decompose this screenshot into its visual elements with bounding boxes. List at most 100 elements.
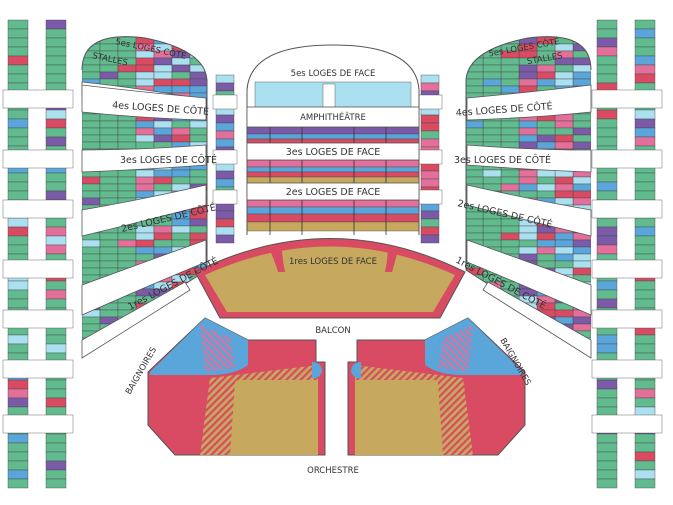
outer-seat (7, 172, 29, 183)
seat-cell (171, 176, 191, 185)
pillar-seat (215, 218, 235, 228)
outer-seat (45, 64, 67, 75)
outer-seat (596, 433, 618, 444)
seat-cell (117, 120, 137, 129)
outer-seat (634, 343, 656, 354)
seat-cell (482, 36, 502, 45)
seat-cell (171, 120, 191, 129)
seat-cell (572, 323, 591, 332)
seat-cell (135, 78, 155, 87)
outer-band (591, 309, 663, 329)
outer-seat (596, 136, 618, 147)
seat-cell (536, 169, 556, 178)
seat-cell (135, 36, 155, 38)
outer-seat (45, 343, 67, 354)
seat-cell (171, 85, 191, 94)
outer-seat (45, 244, 67, 255)
seat-cell (171, 169, 191, 178)
outer-seat (7, 109, 29, 120)
pillar-seat (215, 170, 235, 180)
seat-cell (500, 64, 520, 73)
outer-seat (7, 433, 29, 444)
seat-cell (117, 337, 137, 346)
seat-cell (500, 169, 520, 178)
centre-seat-row (247, 206, 419, 215)
seat-cell (117, 78, 137, 87)
seat-cell (518, 239, 538, 248)
pillar-band (417, 94, 443, 110)
outer-seat (596, 244, 618, 255)
outer-band (591, 149, 663, 169)
seat-cell (82, 359, 100, 366)
outer-seat (634, 451, 656, 462)
left-loges-3-label: 3es LOGES DE CÔTÉ (120, 154, 217, 166)
seat-cell (117, 134, 137, 143)
outer-seat (596, 397, 618, 408)
seat-cell (117, 36, 137, 38)
seat-cell (554, 239, 574, 248)
outer-band (2, 359, 74, 379)
outer-band (591, 414, 663, 434)
right-bands (466, 84, 592, 359)
seat-cell (117, 141, 137, 150)
seat-cell (189, 169, 207, 178)
seat-cell (82, 71, 101, 80)
pillar-seat (420, 226, 440, 236)
seat-cell (189, 295, 207, 304)
seat-cell (572, 253, 591, 262)
seat-cell (572, 120, 591, 129)
outer-seat (7, 478, 29, 489)
seat-cell (99, 239, 119, 248)
seat-cell (117, 183, 137, 192)
outer-seat (634, 460, 656, 471)
seat-cell (135, 323, 155, 332)
outer-seat (634, 64, 656, 75)
seat-cell (117, 190, 137, 199)
outer-band (2, 89, 74, 109)
seat-cell (518, 120, 538, 129)
outer-seat (596, 73, 618, 84)
seat-cell (554, 232, 574, 241)
seat-cell (118, 352, 136, 359)
seat-cell (466, 176, 484, 185)
outer-seat (45, 469, 67, 480)
outer-seat (45, 397, 67, 408)
seat-cell (572, 57, 591, 66)
outer-seat (634, 442, 656, 453)
seat-cell (99, 141, 119, 150)
outer-seat (7, 289, 29, 300)
outer-seat (596, 64, 618, 75)
left-bands (81, 81, 207, 359)
seat-cell (189, 43, 207, 52)
seat-cell (536, 120, 556, 129)
seat-cell (99, 134, 119, 143)
seat-cell (135, 330, 155, 339)
pillar-seat (420, 130, 440, 140)
outer-seat (634, 181, 656, 192)
outer-seat (7, 379, 29, 390)
seat-cell (189, 225, 207, 234)
seat-cell (171, 302, 191, 311)
seat-cell (189, 302, 207, 311)
seat-cell (135, 57, 155, 66)
seat-cell (153, 169, 173, 178)
orchestre-label: ORCHESTRE (307, 466, 359, 476)
amphitheatre-label: AMPHITHÉÂTRE (300, 111, 366, 123)
seat-cell (500, 120, 520, 129)
seat-cell (117, 344, 137, 351)
pillar-seat (420, 122, 440, 132)
seat-cell (554, 190, 574, 199)
seat-cell (482, 134, 502, 143)
pillar-seat (420, 82, 440, 92)
pillar-band (212, 189, 238, 205)
seat-cell (482, 169, 502, 178)
seat-cell (466, 225, 484, 234)
seat-cell (466, 127, 484, 136)
seat-cell (189, 36, 207, 45)
outer-seat (7, 388, 29, 399)
outer-seat (634, 235, 656, 246)
seat-cell (500, 225, 520, 234)
outer-seat (634, 433, 656, 444)
seat-cell (82, 316, 101, 325)
seat-cell (99, 344, 119, 351)
